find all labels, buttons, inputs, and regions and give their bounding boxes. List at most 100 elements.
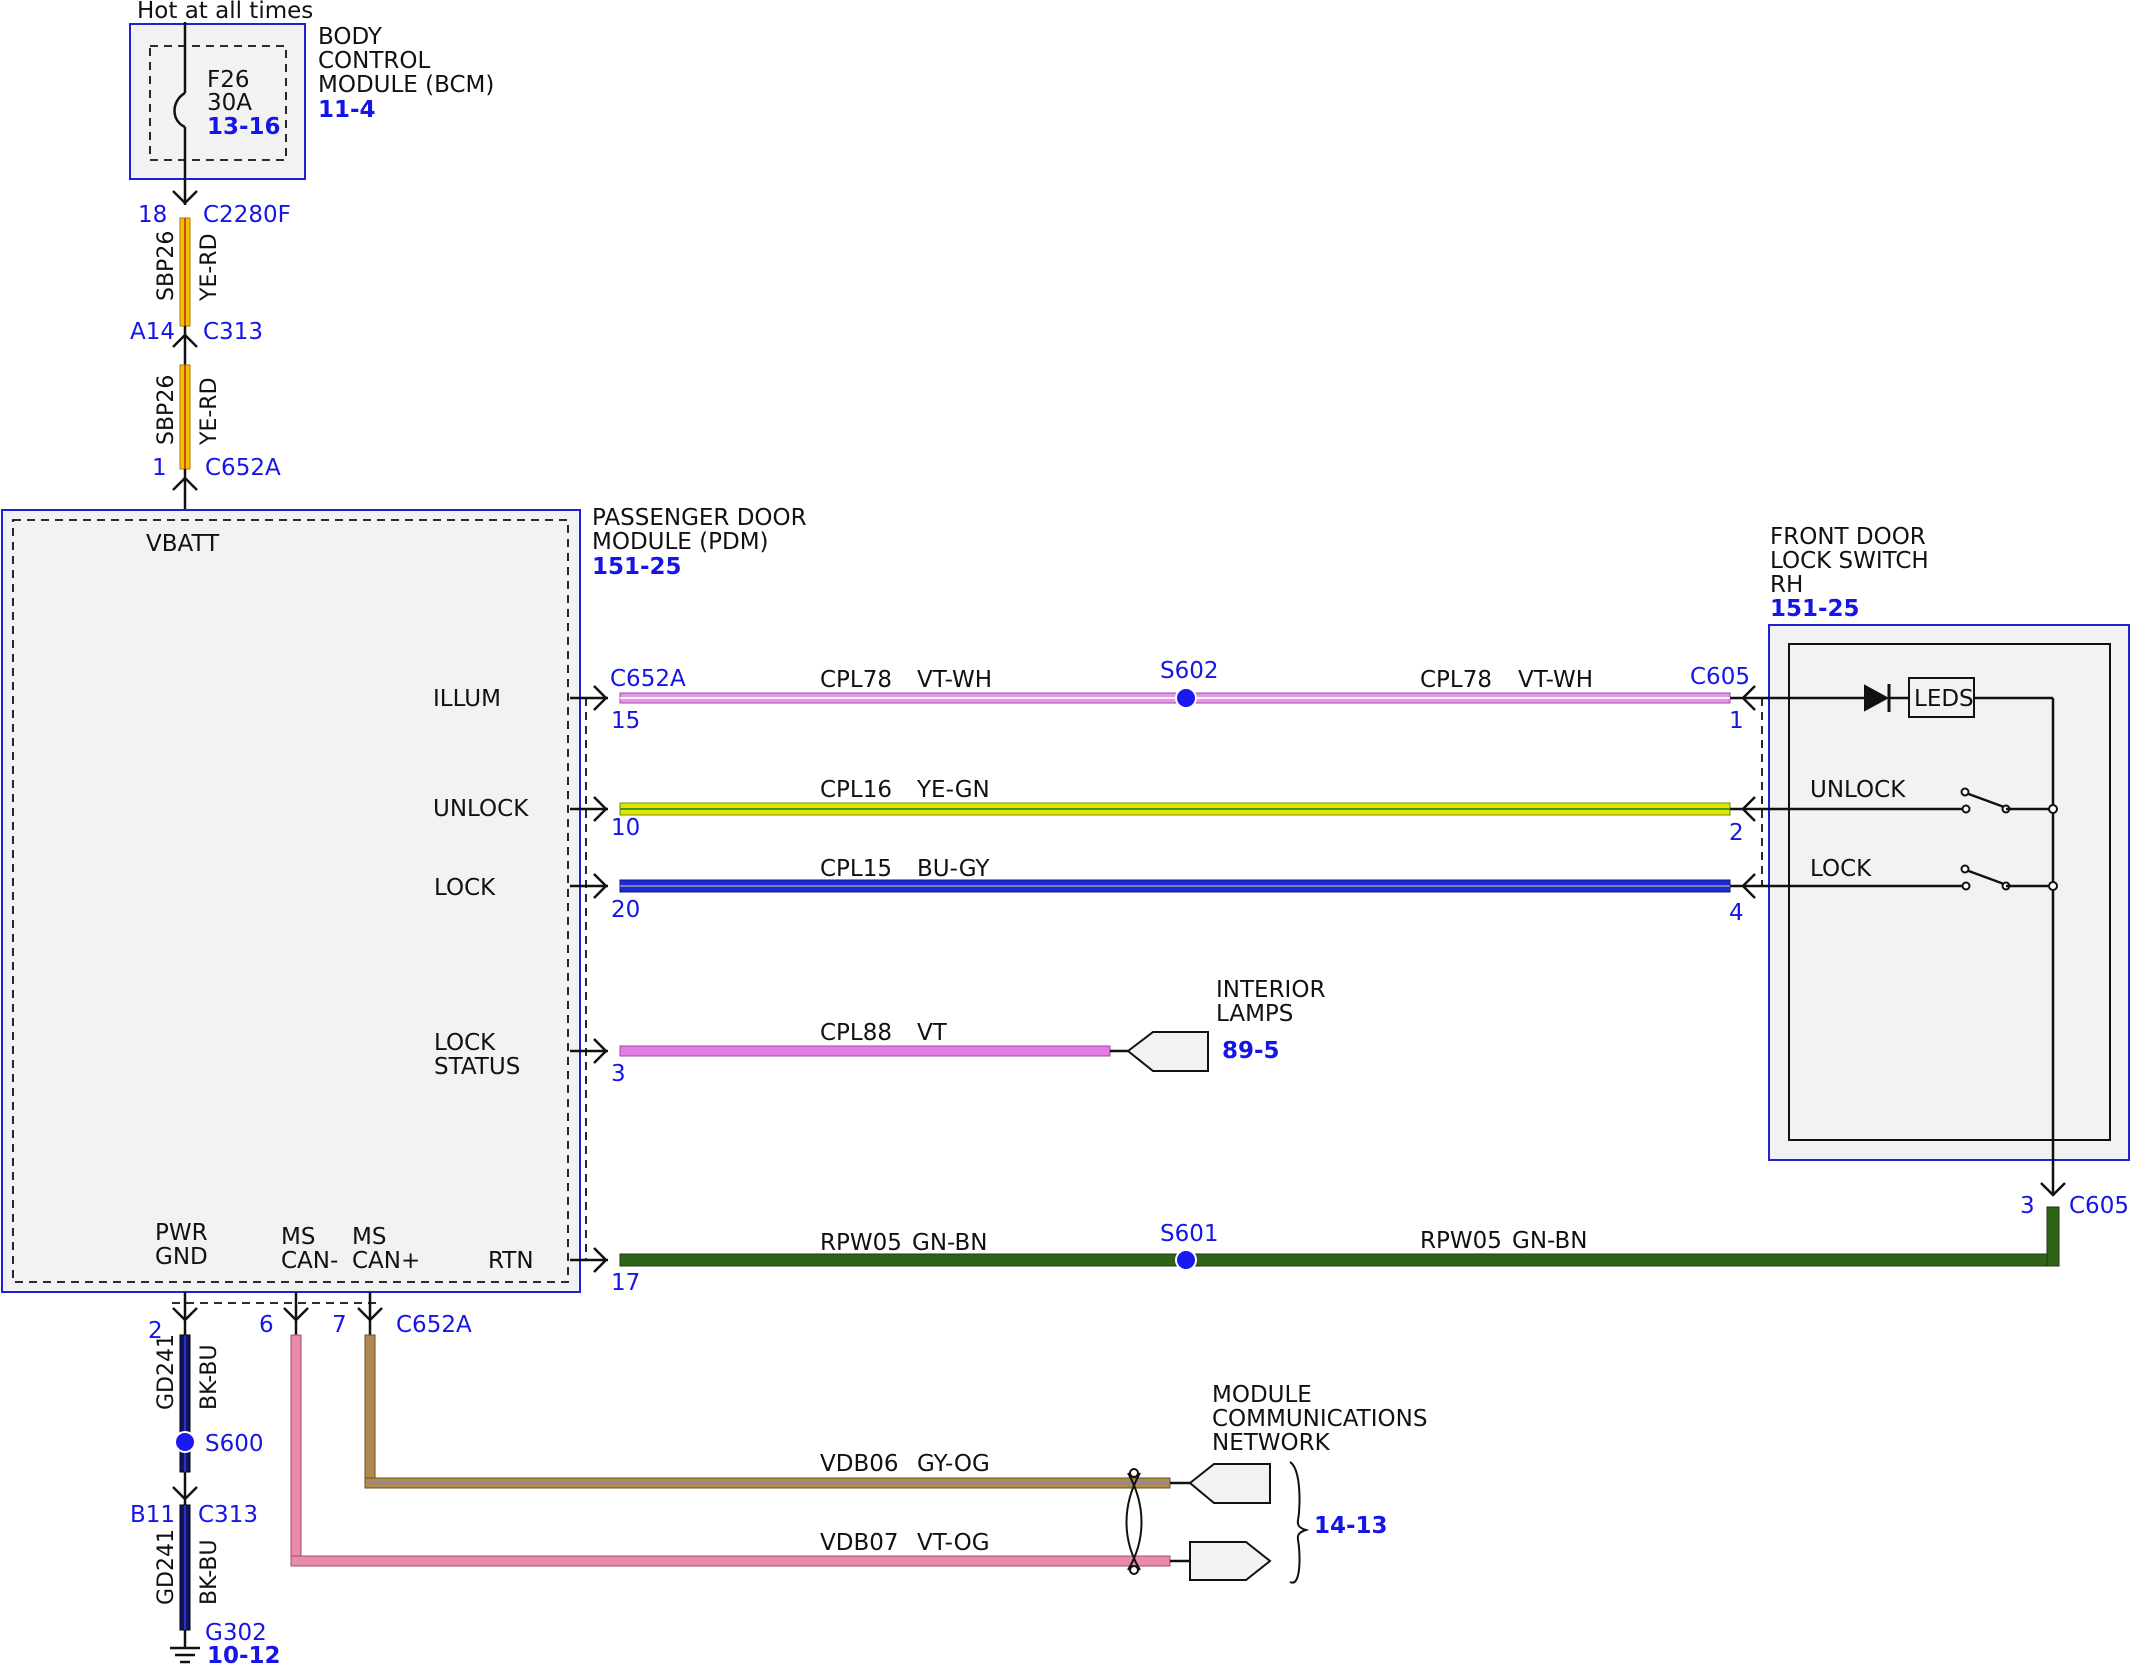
- sbp26-seg1-circuit: SBP26: [154, 231, 179, 301]
- network-connector-gy[interactable]: [1188, 1463, 1271, 1504]
- c652a-gnd-chevron: [172, 1307, 198, 1322]
- c313-a14-pin: A14: [130, 319, 175, 345]
- illum-right-circuit: CPL78: [1420, 667, 1492, 693]
- lock-status-left-pin: 3: [611, 1061, 626, 1087]
- wire-vdb06-vertical[interactable]: [364, 1334, 376, 1489]
- wire-vdb07-vertical[interactable]: [290, 1334, 302, 1566]
- unlock-right-pin: 2: [1729, 820, 1744, 846]
- switch-ref-link[interactable]: 151-25: [1770, 596, 1860, 622]
- switch-name-line2: LOCK SWITCH: [1770, 548, 1929, 574]
- pdm-module[interactable]: [1, 509, 581, 1293]
- gd241-seg2-color: BK-BU: [197, 1539, 222, 1605]
- lock-left-pin: 20: [611, 897, 640, 923]
- illum-right-pin: 1: [1729, 708, 1744, 734]
- network-name-line1: MODULE: [1212, 1382, 1312, 1408]
- g302-ref-link[interactable]: 10-12: [207, 1643, 281, 1665]
- illum-left-connector: C652A: [610, 666, 686, 692]
- network-name-line2: COMMUNICATIONS: [1212, 1406, 1427, 1432]
- rtn-right-color: GN-BN: [1512, 1228, 1588, 1254]
- pdm-ms-can-plus-label-2: CAN+: [352, 1248, 420, 1274]
- c652a-can-plus-chevron: [357, 1307, 383, 1322]
- c652a-can-minus-pin: 6: [259, 1312, 274, 1338]
- pdm-lock-status-label-2: STATUS: [434, 1054, 520, 1080]
- bcm-ref-link[interactable]: 11-4: [318, 97, 376, 123]
- c313-upper-connector: C313: [203, 319, 263, 345]
- unlock-contact-a: [1961, 804, 1971, 814]
- pdm-lock-label: LOCK: [434, 875, 496, 901]
- wire-vdb07[interactable]: [290, 1555, 1171, 1567]
- sbp26-seg1-color: YE-RD: [197, 233, 222, 302]
- splice-s602[interactable]: [1175, 687, 1197, 709]
- c605-rtn-pin: 3: [2020, 1193, 2035, 1219]
- c652a-lower-connector: C652A: [396, 1312, 472, 1338]
- unlock-circuit: CPL16: [820, 777, 892, 803]
- g302-label: G302: [205, 1620, 267, 1646]
- lock-color: BU-GY: [917, 856, 990, 882]
- c652a-lock-chevron: [593, 873, 608, 899]
- pdm-pwr-gnd-label-1: PWR: [155, 1220, 208, 1246]
- unlock-switch-blade-icon: [1965, 791, 2005, 809]
- ground-g302-icon: [170, 1646, 200, 1664]
- pdm-ref-link[interactable]: 151-25: [592, 554, 682, 580]
- c652a-illum-chevron: [593, 685, 608, 711]
- c313-lower-connector: C313: [198, 1502, 258, 1528]
- illum-right-connector: C605: [1690, 664, 1750, 690]
- interior-lamps-ref-link[interactable]: 89-5: [1222, 1038, 1280, 1064]
- c605-rtn-connector: C605: [2069, 1193, 2129, 1219]
- rtn-left-pin: 17: [611, 1270, 640, 1296]
- bcm-module[interactable]: [129, 23, 306, 180]
- interior-lamps-connector-shape[interactable]: [1126, 1031, 1209, 1072]
- switch-unlock-label: UNLOCK: [1810, 777, 1906, 803]
- c2280f-connector: C2280F: [203, 202, 291, 228]
- vdb07-color: VT-OG: [917, 1530, 990, 1556]
- connector-c2280f-symbol: [172, 190, 198, 205]
- fuse-f26-symbol: [173, 91, 186, 129]
- switch-name-line1: FRONT DOOR: [1770, 524, 1926, 550]
- interior-lamps-name-line2: LAMPS: [1216, 1001, 1293, 1027]
- s602-label: S602: [1160, 658, 1219, 684]
- c652a-gnd-pin: 2: [148, 1318, 163, 1344]
- interior-lamps-name-line1: INTERIOR: [1216, 977, 1325, 1003]
- twisted-pair-icon: [1125, 1472, 1143, 1571]
- vdb06-circuit: VDB06: [820, 1451, 899, 1477]
- pdm-illum-label: ILLUM: [433, 686, 501, 712]
- unlock-blade-pivot: [1960, 787, 1970, 797]
- vdb06-color: GY-OG: [917, 1451, 990, 1477]
- lock-blade-pivot: [1960, 864, 1970, 874]
- led-diode-icon: [1864, 684, 1890, 712]
- network-ref-link[interactable]: 14-13: [1314, 1513, 1388, 1539]
- lock-contact-a: [1961, 881, 1971, 891]
- switch-lock-label: LOCK: [1810, 856, 1872, 882]
- lock-status-color: VT: [917, 1020, 948, 1046]
- pdm-vbatt-label: VBATT: [146, 531, 220, 557]
- fuse-ref-link[interactable]: 13-16: [207, 114, 281, 140]
- gd241-seg2-circuit: GD241: [154, 1529, 179, 1605]
- pdm-ms-can-plus-label-1: MS: [352, 1224, 386, 1250]
- c652a-vbatt-pin: 1: [152, 455, 167, 481]
- network-brace-icon: [1289, 1461, 1310, 1584]
- bcm-name-line1: BODY: [318, 24, 383, 50]
- splice-s601[interactable]: [1175, 1249, 1197, 1271]
- hot-at-all-times-label: Hot at all times: [137, 0, 313, 24]
- switch-name-line3: RH: [1770, 572, 1803, 598]
- rtn-left-circuit: RPW05: [820, 1230, 902, 1256]
- bcm-name-line2: CONTROL: [318, 48, 431, 74]
- c652a-can-plus-pin: 7: [332, 1312, 347, 1338]
- bcm-name-line3: MODULE (BCM): [318, 72, 494, 98]
- splice-s600[interactable]: [174, 1431, 196, 1453]
- c605-rtn-chevron: [2040, 1182, 2066, 1197]
- illum-left-pin: 15: [611, 708, 640, 734]
- c652a-rtn-chevron: [593, 1247, 608, 1273]
- c2280f-pin: 18: [138, 202, 167, 228]
- illum-left-circuit: CPL78: [820, 667, 892, 693]
- wire-cpl88[interactable]: [619, 1045, 1111, 1057]
- network-name-line3: NETWORK: [1212, 1430, 1331, 1456]
- illum-right-color: VT-WH: [1518, 667, 1593, 693]
- pdm-lock-status-label-1: LOCK: [434, 1030, 496, 1056]
- network-connector-vt[interactable]: [1189, 1541, 1272, 1581]
- lock-status-circuit: CPL88: [820, 1020, 892, 1046]
- unlock-color: YE-GN: [916, 777, 990, 803]
- vdb07-circuit: VDB07: [820, 1530, 899, 1556]
- wire-rpw05-riser[interactable]: [2046, 1206, 2060, 1267]
